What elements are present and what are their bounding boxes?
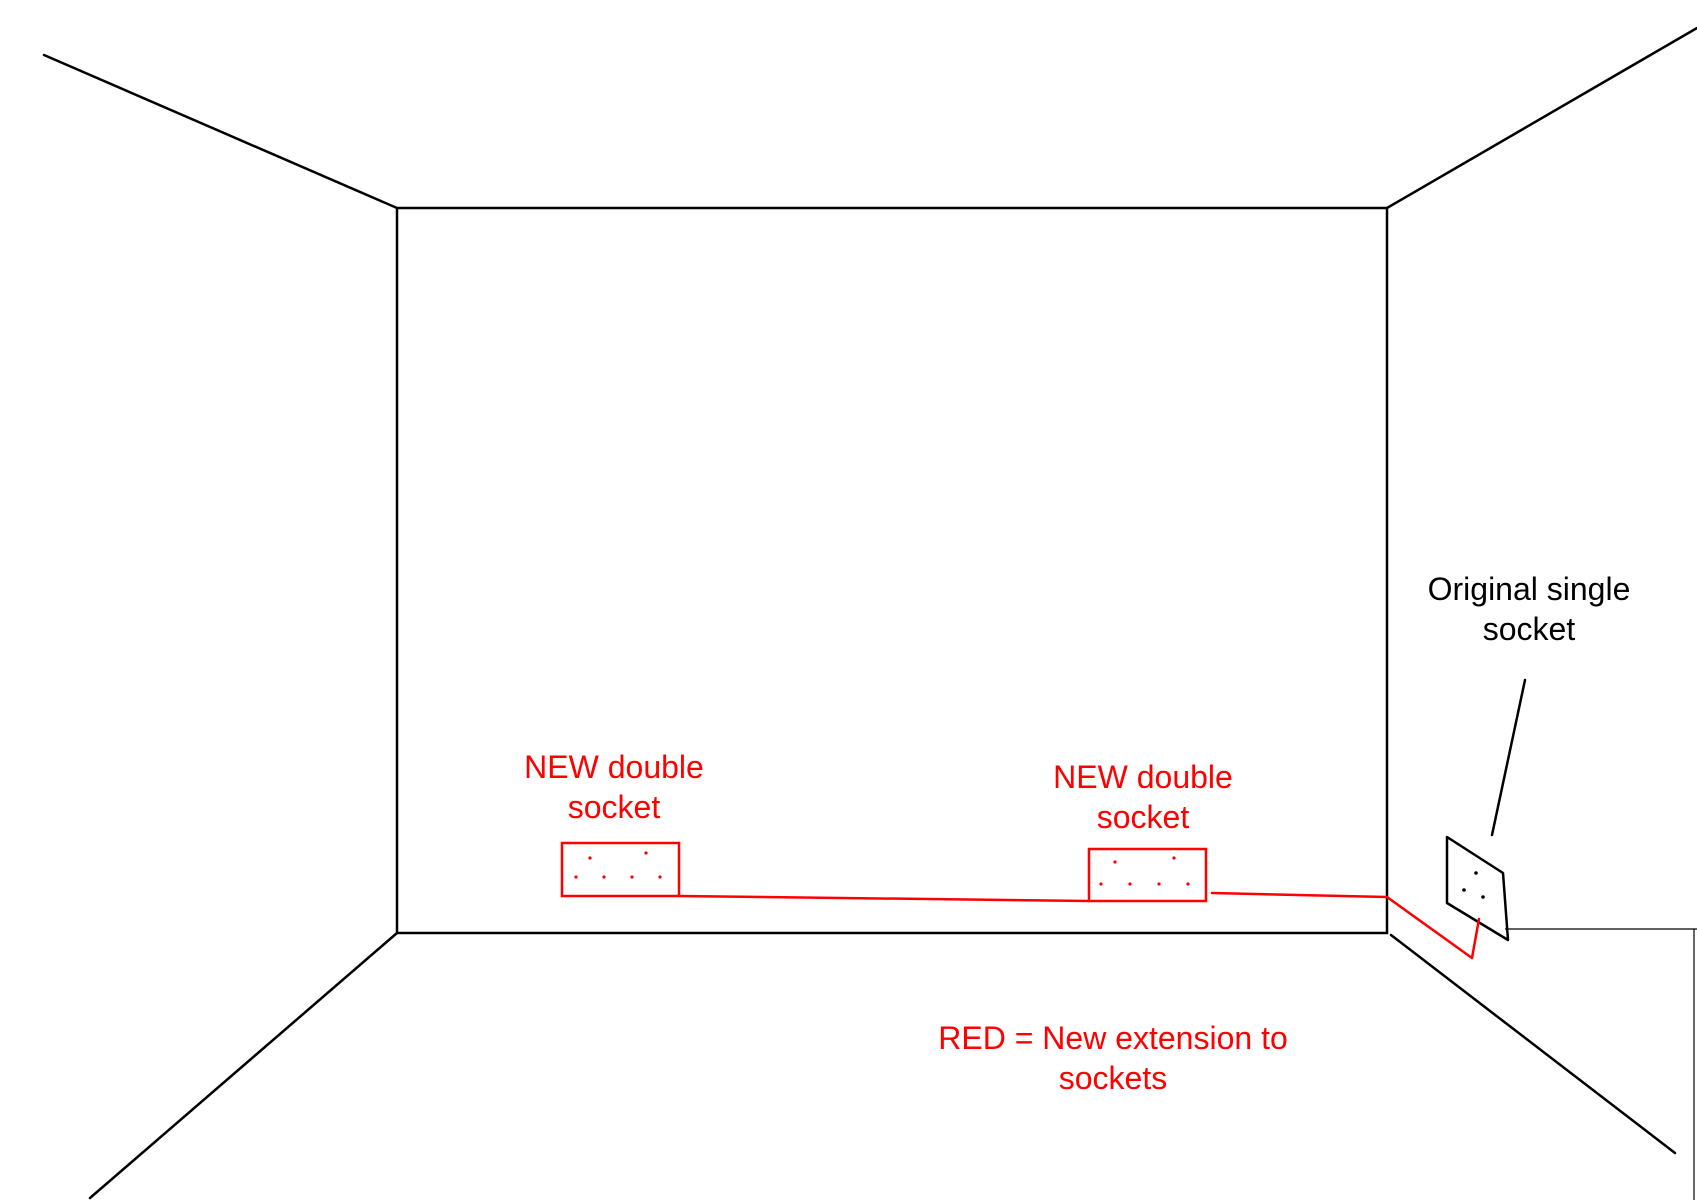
wire-middle-to-original	[1210, 891, 1481, 960]
socket-pin	[602, 875, 606, 879]
new-socket-left-label-line2: socket	[567, 789, 661, 825]
socket-pin	[1186, 882, 1190, 886]
new-double-socket-middle	[1087, 847, 1208, 903]
new-extension-wiring	[677, 891, 1481, 960]
original-socket-label-line1: Original single	[1427, 571, 1631, 607]
socket-pin	[658, 875, 662, 879]
legend-label-line1: RED = New extension to	[938, 1020, 1288, 1056]
new-socket-middle-plate	[1087, 847, 1208, 903]
floor-edge-left	[88, 931, 399, 1200]
original-socket-label-line2: socket	[1482, 611, 1576, 647]
socket-pin	[574, 875, 578, 879]
ceiling-edge-right	[1385, 26, 1697, 210]
original-socket-plate	[1445, 835, 1510, 942]
original-socket-pin	[1481, 895, 1485, 899]
original-single-socket	[1445, 835, 1510, 942]
socket-pin	[1157, 882, 1161, 886]
legend-label: RED = New extension to sockets	[903, 1018, 1323, 1098]
back-wall	[395, 206, 1389, 935]
room-outline	[42, 26, 1697, 1200]
original-socket-pointer	[1490, 678, 1527, 837]
ceiling-edge-left	[42, 53, 399, 210]
socket-pin	[1113, 860, 1117, 864]
floor-edge-right	[1389, 933, 1677, 1155]
image-edge-lines	[1505, 928, 1697, 1200]
socket-pin	[1172, 856, 1176, 860]
socket-pin	[630, 875, 634, 879]
new-socket-middle-label: NEW double socket	[1043, 757, 1243, 837]
new-socket-left-plate	[560, 841, 681, 898]
new-socket-left-label: NEW double socket	[514, 747, 714, 827]
original-socket-pin	[1474, 871, 1478, 875]
original-socket-label: Original single socket	[1409, 569, 1649, 649]
new-socket-middle-label-line1: NEW double	[1053, 759, 1233, 795]
socket-pin	[1099, 882, 1103, 886]
legend-label-line2: sockets	[1058, 1060, 1168, 1096]
new-double-socket-left	[560, 841, 681, 898]
socket-pin	[644, 851, 648, 855]
socket-pin	[588, 856, 592, 860]
original-socket-pin	[1462, 888, 1466, 892]
socket-pin	[1128, 882, 1132, 886]
new-socket-middle-label-line2: socket	[1096, 799, 1190, 835]
wire-left-to-middle	[677, 894, 1091, 903]
new-socket-left-label-line1: NEW double	[524, 749, 704, 785]
